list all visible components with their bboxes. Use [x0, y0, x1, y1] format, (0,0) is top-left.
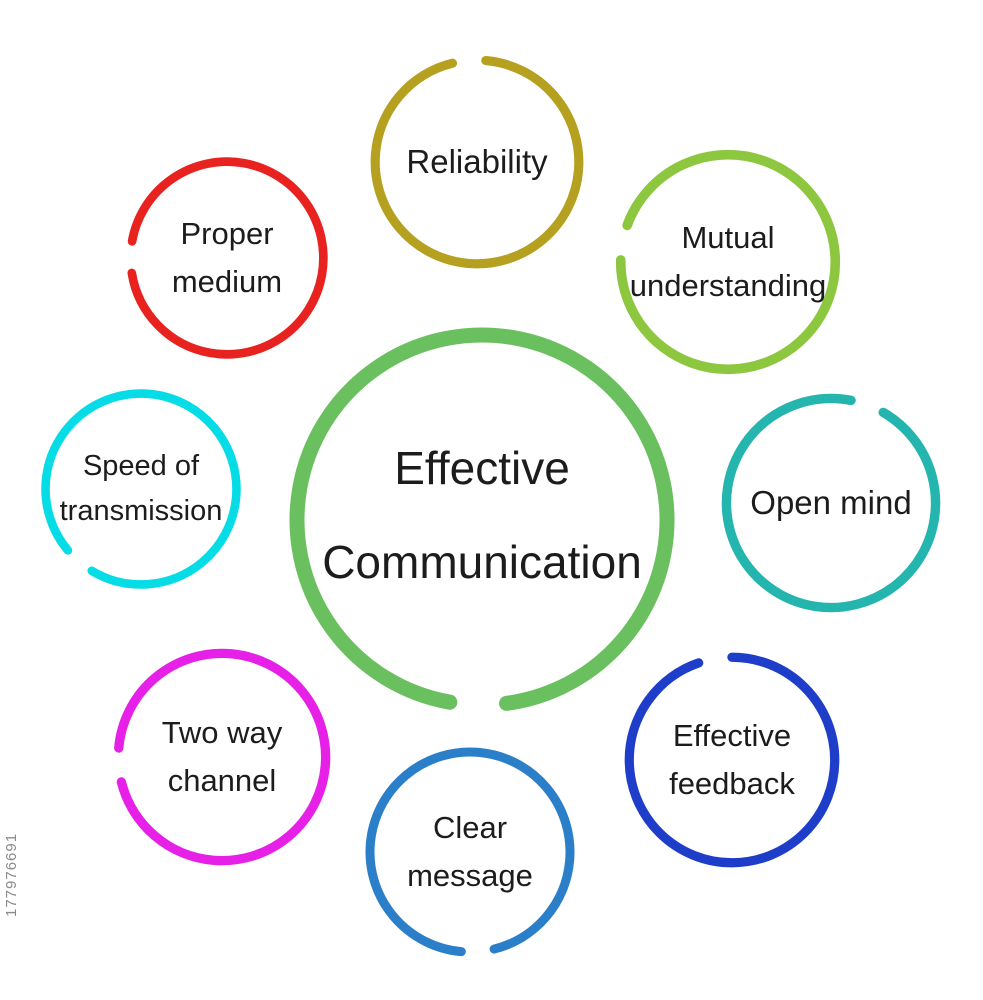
node-label-open-mind: Open mind [750, 484, 912, 522]
node-proper-medium: Proper medium [121, 152, 333, 364]
two-way-channel-ring-circle [113, 648, 331, 866]
node-mutual-understanding: Mutual understanding [610, 144, 846, 380]
center-ring-circle [289, 327, 675, 713]
proper-medium-ring [126, 157, 328, 359]
center-label-line1: Effective [394, 442, 570, 494]
center-label-line2: Communication [322, 536, 642, 588]
reliability-ring [370, 55, 584, 269]
effective-feedback-ring-circle [624, 652, 840, 868]
node-label-mutual-understanding: Mutual understanding [629, 219, 827, 303]
reliability-ring-circle [370, 55, 584, 269]
clear-message-ring [365, 747, 575, 957]
node-two-way-channel: Two way channel [108, 643, 336, 871]
open-mind-ring-circle [721, 393, 941, 613]
node-effective-feedback: Effective feedback [619, 647, 845, 873]
two-way-channel-ring [113, 648, 331, 866]
node-label-speed-of-transmission: Speed of transmission [59, 450, 223, 527]
node-label-clear-message: Clear message [407, 809, 533, 893]
mutual-understanding-ring [615, 149, 841, 375]
node-label-two-way-channel: Two way channel [161, 714, 283, 798]
node-label-effective-feedback: Effective feedback [669, 717, 795, 801]
node-clear-message: Clear message [360, 742, 580, 962]
mutual-understanding-ring-circle [615, 149, 841, 375]
clear-message-ring-circle [365, 747, 575, 957]
stock-id-watermark: 177976691 [3, 832, 20, 917]
speed-of-transmission-ring [41, 389, 241, 589]
effective-feedback-ring [624, 652, 840, 868]
center-label: Effective Communication [322, 445, 642, 585]
node-reliability: Reliability [365, 50, 589, 274]
speed-of-transmission-ring-circle [41, 389, 241, 589]
node-label-reliability: Reliability [406, 143, 548, 181]
node-speed-of-transmission: Speed of transmission [36, 384, 246, 594]
node-effective-communication: Effective Communication [282, 320, 682, 720]
node-label-proper-medium: Proper medium [171, 215, 283, 299]
proper-medium-ring-circle [126, 157, 328, 359]
open-mind-ring [721, 393, 941, 613]
node-open-mind: Open mind [716, 388, 946, 618]
effective-communication-ring [289, 327, 675, 713]
